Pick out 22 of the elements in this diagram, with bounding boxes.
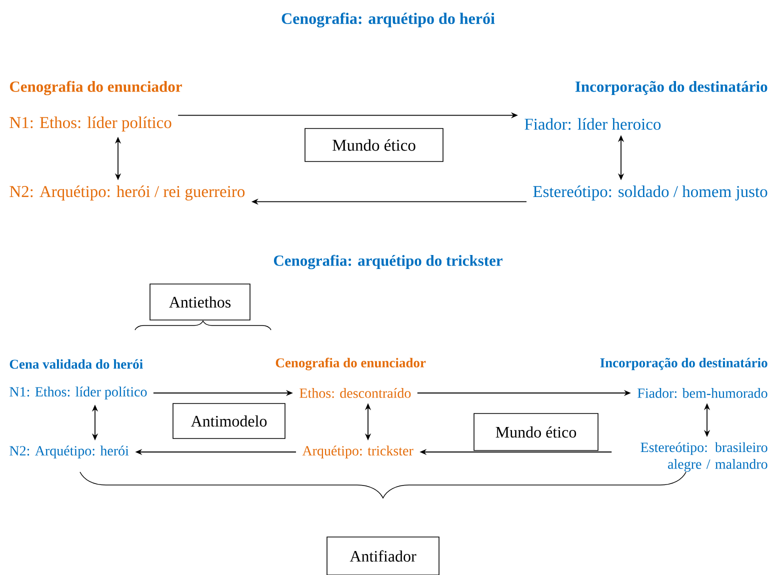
text-label: Estereótipo: brasileiro alegre / malandro [640,442,768,472]
text-label: Fiador: bem-humorado [638,388,768,398]
column-heading: Cenografia do enunciador [276,358,426,370]
text-label: N1: Ethos: líder político [10,386,147,400]
column-heading: Cenografia do enunciador [10,80,182,96]
text-label: Arquétipo: trickster [302,446,414,458]
text-label: Estereótipo: soldado / homem justo [533,186,768,200]
column-heading: Incorporação do destinatário [575,80,768,96]
column-heading: Cena validada do herói [10,359,143,369]
text-label: Fiador: líder heroico [524,118,661,130]
concept-box: Antimodelo [172,403,286,439]
text-label: Ethos: descontraído [300,388,411,398]
text-label: N2: Arquétipo: herói [10,446,129,458]
concept-box: Mundo ético [304,128,444,162]
concept-box: Mundo ético [474,413,598,451]
text-label: N1: Ethos: líder político [10,116,172,132]
text-label: N2: Arquétipo: herói / rei guerreiro [10,186,245,201]
title: Cenografia: arquétipo do herói [282,12,495,28]
concept-box: Antiethos [150,284,250,320]
section-title: Cenografia: arquétipo do trickster [274,254,502,270]
column-heading: Incorporação do destinatário [600,358,768,370]
concept-box: Antifiador [326,536,440,575]
